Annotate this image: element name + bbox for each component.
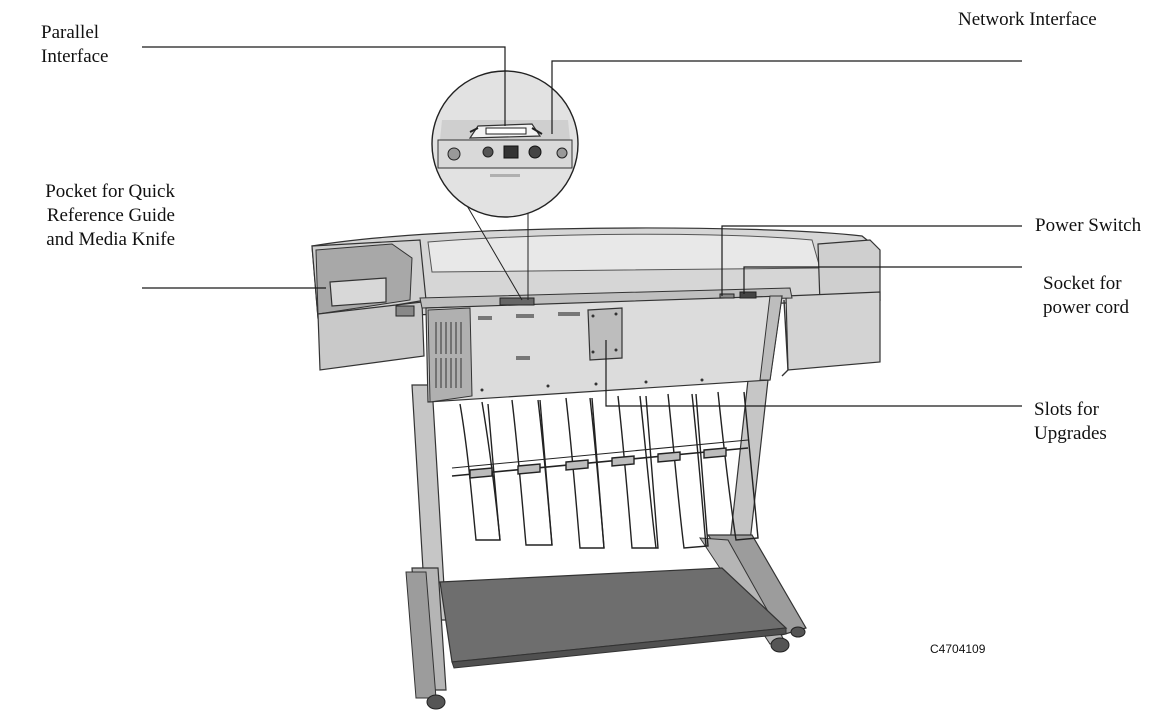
leader-power-socket	[743, 266, 1022, 294]
figure-code: C4704109	[930, 642, 986, 656]
interface-magnifier	[431, 70, 579, 301]
printer-body	[311, 227, 881, 403]
label-pocket: Pocket for Quick Reference Guide and Med…	[45, 181, 175, 250]
leader-lines	[142, 46, 1022, 407]
label-power-switch: Power Switch	[1035, 215, 1142, 236]
leader-upgrade-slots	[605, 340, 1022, 407]
leader-network-interface	[551, 60, 1022, 134]
leader-parallel-interface	[142, 46, 506, 126]
label-power-socket: Socket for power cord	[1043, 273, 1129, 318]
label-upgrade-slots: Slots for Upgrades	[1034, 399, 1107, 444]
leader-power-switch	[721, 225, 1022, 296]
left-leg	[405, 384, 447, 710]
label-parallel-interface: Parallel Interface	[41, 22, 109, 67]
label-network-interface: Network Interface	[958, 9, 1097, 30]
media-basket	[451, 391, 759, 549]
bottom-shelf	[439, 567, 788, 669]
